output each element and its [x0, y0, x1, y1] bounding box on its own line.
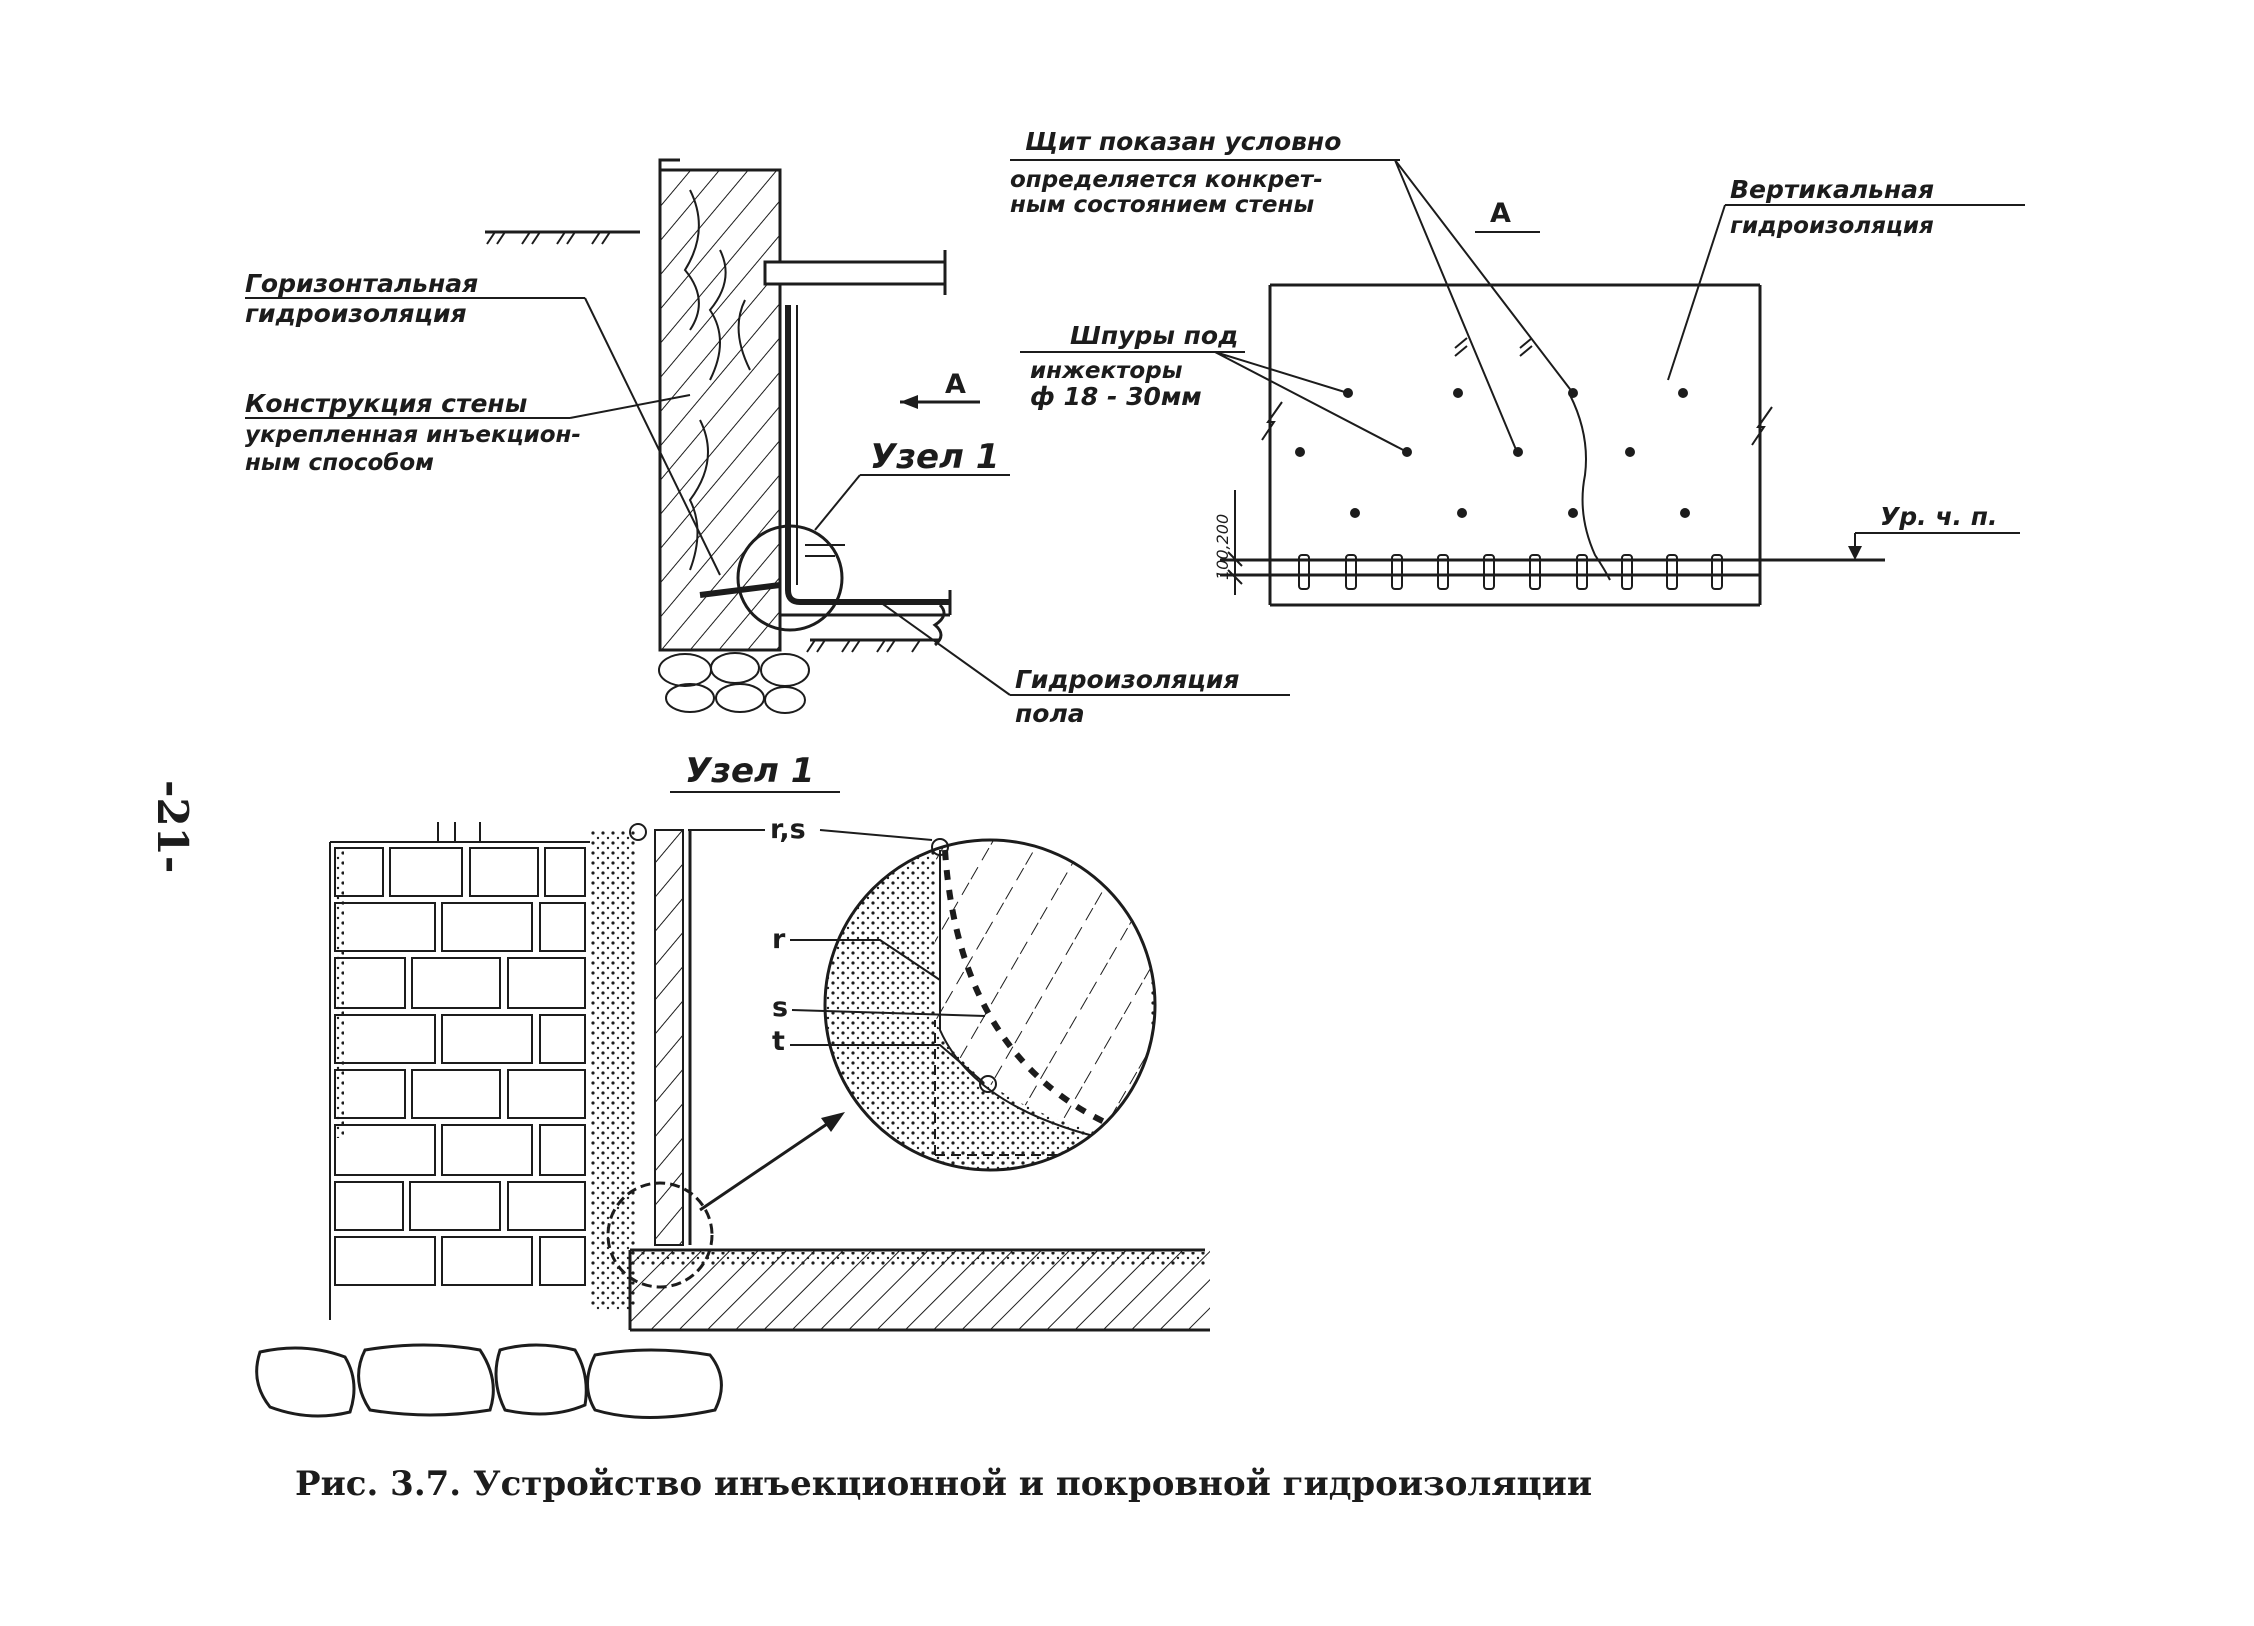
view-a: А: [1010, 127, 2025, 607]
label-t: t: [772, 1026, 984, 1083]
brick-wall: [329, 822, 590, 1320]
holes-line2: инжекторы: [1030, 358, 1183, 384]
ground-line-left: [485, 230, 640, 245]
label-s: s: [772, 992, 986, 1023]
node1-title: Узел 1: [685, 751, 814, 791]
view-a-arrow-label: А: [945, 369, 966, 400]
node1-ref-text: Узел 1: [870, 437, 999, 477]
vertical-hydro-line: [785, 305, 950, 605]
label-floor-hydro: Гидроизоляция пола: [879, 601, 1290, 728]
floor-hydro-line2: пола: [1015, 699, 1085, 728]
wall-section-view: А Горизонтальная гидроизоляция Конструкц…: [245, 158, 1290, 728]
magnified-circle: [823, 838, 1157, 1172]
upper-slab: [763, 260, 947, 286]
figure-caption: Рис. 3.7. Устройство инъекционной и покр…: [295, 1464, 1592, 1504]
node1-detail: Узел 1: [255, 751, 1210, 1419]
vertical-line2: гидроизоляция: [1730, 213, 1934, 239]
shield-line3: ным состоянием стены: [1010, 192, 1314, 218]
protective-layer: [654, 829, 684, 1246]
node1-marker-circle: [736, 524, 844, 632]
label-node1-ref: Узел 1: [814, 437, 1010, 531]
page-number: -21-: [148, 780, 197, 873]
floor-level-marker: Ур. ч. п.: [1848, 502, 2020, 560]
view-a-title: А: [1490, 198, 1511, 229]
label-wall-construction: Конструкция стены укрепленная инъекцион-…: [245, 389, 691, 476]
wall-label-line1: Конструкция стены: [245, 389, 527, 418]
dimension-text: 100,200: [1213, 514, 1232, 580]
shield-line1: Щит показан условно: [1025, 127, 1341, 156]
floor-level-text: Ур. ч. п.: [1880, 502, 1998, 531]
label-vertical-hydro: Вертикальная гидроизоляция: [1667, 175, 2025, 381]
floor-slab: [630, 1250, 1210, 1330]
wall-body: [658, 168, 782, 652]
wall-cracks: [683, 189, 751, 571]
detail-foundation-stones: [255, 1343, 723, 1419]
floor-slots: [1220, 554, 1885, 590]
view-a-frame: [1268, 283, 1762, 607]
wall-label-line2: укрепленная инъекцион-: [245, 422, 581, 448]
t-text: t: [772, 1026, 785, 1057]
label-r: r: [772, 924, 941, 981]
membrane-dots: [629, 823, 647, 841]
holes-line1: Шпуры под: [1070, 321, 1238, 350]
dimension-100-200: 100,200: [1213, 490, 1243, 595]
floor-hydro-line1: Гидроизоляция: [1015, 665, 1239, 694]
vertical-line1: Вертикальная: [1730, 175, 1934, 204]
label-holes: Шпуры под инжекторы ф 18 - 30мм: [1020, 321, 1408, 453]
node1-small-circle: [606, 1181, 714, 1289]
shield-line2: определяется конкрет-: [1010, 167, 1323, 193]
wall-label-line3: ным способом: [245, 450, 434, 476]
label-horizontal-hydro: Горизонтальная гидроизоляция: [245, 269, 721, 576]
horizontal-hydro-line1: Горизонтальная: [245, 269, 478, 298]
view-a-arrow: А: [900, 369, 980, 409]
s-text: s: [772, 992, 788, 1023]
label-rs: r,s: [688, 814, 933, 845]
foundation-stones: [658, 652, 810, 714]
injection-holes: [1295, 388, 1690, 518]
r-text: r: [772, 924, 786, 955]
plaster-layer: [590, 830, 635, 1310]
label-shield: Щит показан условно определяется конкрет…: [1010, 127, 1574, 453]
rs-text: r,s: [770, 814, 806, 845]
horizontal-hydro-line2: гидроизоляция: [245, 299, 467, 328]
holes-line3: ф 18 - 30мм: [1030, 382, 1202, 411]
